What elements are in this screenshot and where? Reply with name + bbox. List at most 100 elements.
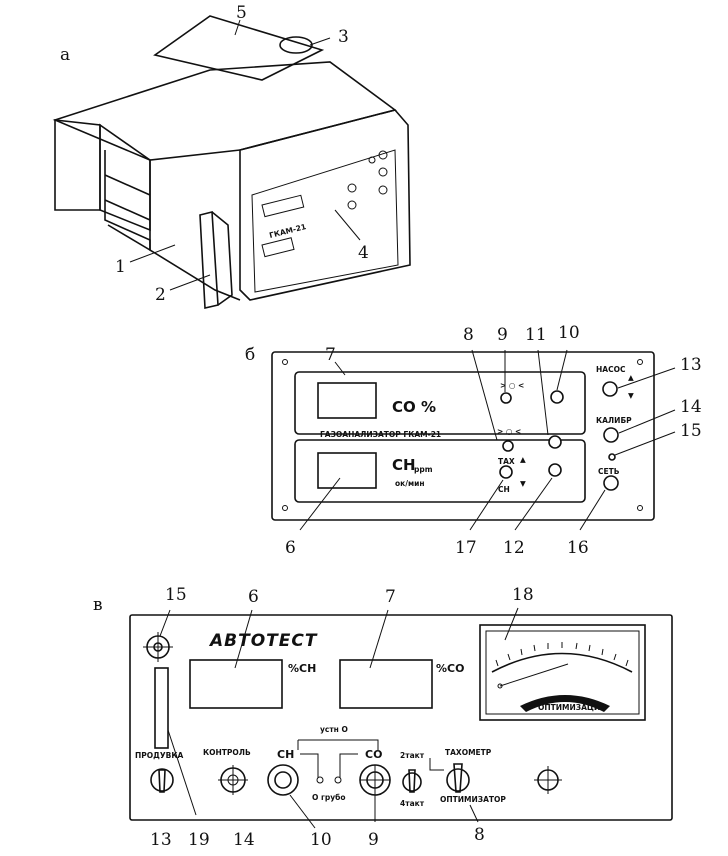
callout-c-6: 6 bbox=[248, 587, 259, 607]
front-knob-5 bbox=[378, 185, 388, 195]
top-knob bbox=[279, 36, 313, 54]
leader-12 bbox=[514, 477, 553, 531]
case-top bbox=[52, 61, 397, 161]
knob-8[interactable] bbox=[502, 440, 514, 452]
indicator-15 bbox=[608, 453, 616, 461]
ch-unit-label: CH bbox=[392, 456, 416, 474]
pump-down-arrow: ▼ bbox=[628, 391, 634, 400]
leader-c-18 bbox=[504, 607, 519, 641]
analog-meter: ОПТИМИЗАЦИЯ bbox=[479, 624, 646, 721]
callout-c-18: 18 bbox=[512, 585, 534, 605]
screw bbox=[282, 359, 288, 365]
tax-label: ТАХ bbox=[498, 457, 515, 466]
figure-a-letter: а bbox=[60, 45, 70, 65]
right-mount-cross bbox=[534, 766, 562, 794]
leader-6 bbox=[299, 477, 341, 531]
leader-4 bbox=[334, 209, 361, 241]
switch-17[interactable] bbox=[499, 465, 513, 479]
leader-5 bbox=[234, 19, 241, 36]
leader-8 bbox=[471, 349, 498, 441]
purge-toggle[interactable] bbox=[150, 768, 174, 792]
co-knob-label: СО bbox=[365, 748, 382, 761]
figure-b: б CO % > ○ < ГАЗОАНАЛИЗАТОР ГКАМ-21 CH p… bbox=[245, 323, 702, 558]
callout-a-5: 5 bbox=[236, 3, 247, 23]
control-button-cross bbox=[218, 765, 248, 795]
toggle-bottom-label: 4такт bbox=[400, 799, 425, 808]
callout-c-9: 9 bbox=[368, 830, 379, 850]
callout-c-8: 8 bbox=[474, 825, 485, 845]
callout-a-3: 3 bbox=[338, 27, 349, 47]
leader-c-8 bbox=[469, 804, 479, 823]
stroke-toggle-lever bbox=[408, 769, 416, 793]
purge-tube bbox=[154, 667, 169, 749]
knob-9[interactable] bbox=[500, 392, 512, 404]
callout-c-7: 7 bbox=[385, 587, 396, 607]
case-stack-lines bbox=[104, 150, 151, 252]
zero-coarse-label: О грубо bbox=[312, 793, 346, 802]
knob-11[interactable] bbox=[548, 435, 562, 449]
sym-gt-lt-1: > ○ < bbox=[500, 381, 524, 390]
control-label: КОНТРОЛЬ bbox=[203, 748, 251, 757]
pump-switch[interactable] bbox=[602, 381, 618, 397]
optimizer-toggle-lever bbox=[453, 763, 463, 793]
power-switch[interactable] bbox=[603, 475, 619, 491]
screw bbox=[637, 505, 643, 511]
front-device-label: ГКАМ-21 bbox=[268, 222, 307, 240]
coarse-zero-2[interactable] bbox=[334, 776, 342, 784]
callout-a-1: 1 bbox=[115, 257, 126, 277]
panel-c-outer bbox=[129, 614, 673, 821]
callout-c-13: 13 bbox=[150, 830, 172, 850]
side-handle bbox=[199, 210, 219, 309]
optimizer-toggle[interactable] bbox=[446, 768, 470, 792]
leader-c-7 bbox=[369, 609, 389, 669]
callout-a-4: 4 bbox=[358, 243, 369, 263]
meter-label: ОПТИМИЗАЦИЯ bbox=[538, 703, 606, 712]
callout-c-15: 15 bbox=[165, 585, 187, 605]
case-front bbox=[239, 109, 411, 301]
knob-12[interactable] bbox=[548, 463, 562, 477]
callout-b-6: 6 bbox=[285, 538, 296, 558]
meter-optim-band bbox=[520, 695, 610, 712]
figure-a: а ГКАМ-21 1 2 3 bbox=[52, 3, 411, 309]
callout-b-11: 11 bbox=[525, 325, 547, 345]
sym-gt-lt-2: > ○ < bbox=[497, 427, 521, 436]
calib-button[interactable] bbox=[603, 427, 619, 443]
leader-c-19 bbox=[167, 729, 197, 816]
purge-toggle-lever bbox=[158, 769, 166, 793]
coarse-zero-1[interactable] bbox=[316, 776, 324, 784]
side-handle-depth bbox=[211, 211, 233, 306]
front-knob-1 bbox=[347, 183, 357, 193]
pump-up-arrow: ▲ bbox=[628, 373, 634, 382]
callout-b-17: 17 bbox=[455, 538, 477, 558]
purge-label: ПРОДУВКА bbox=[135, 751, 183, 760]
leader-7 bbox=[334, 361, 346, 376]
screw bbox=[282, 505, 288, 511]
front-inner bbox=[251, 149, 399, 293]
zero-bracket bbox=[297, 739, 379, 750]
callout-b-16: 16 bbox=[567, 538, 589, 558]
rpm-unit-label: ок/мин bbox=[395, 479, 425, 488]
ch-down-arrow: ▼ bbox=[520, 479, 526, 488]
callout-c-10: 10 bbox=[310, 830, 332, 850]
leader-c-6 bbox=[234, 609, 253, 669]
callout-b-14: 14 bbox=[680, 397, 702, 417]
panel-b-outer bbox=[271, 351, 655, 521]
fitting-15-cross bbox=[143, 632, 173, 662]
co-display-c bbox=[339, 659, 433, 709]
callout-b-13: 13 bbox=[680, 355, 702, 375]
meter-face bbox=[485, 630, 640, 715]
knob-10[interactable] bbox=[550, 390, 564, 404]
leader-2 bbox=[169, 274, 211, 291]
leader-16 bbox=[579, 489, 606, 531]
meter-pivot bbox=[497, 683, 503, 689]
figure-c: в АВТОТЕСТ %CH %CO ОПТИМИЗАЦИЯ ПРОДУВКА … bbox=[93, 585, 673, 850]
ch-zero-knob[interactable] bbox=[267, 764, 299, 796]
callout-b-9: 9 bbox=[497, 325, 508, 345]
leader-15 bbox=[614, 431, 676, 456]
co-unit-c: %CO bbox=[436, 662, 464, 675]
ch-subunit-label: ppm bbox=[414, 465, 433, 474]
tachometer-label: ТАХОМЕТР bbox=[445, 748, 492, 757]
stroke-toggle[interactable] bbox=[402, 772, 422, 792]
meter-needle bbox=[499, 663, 569, 687]
